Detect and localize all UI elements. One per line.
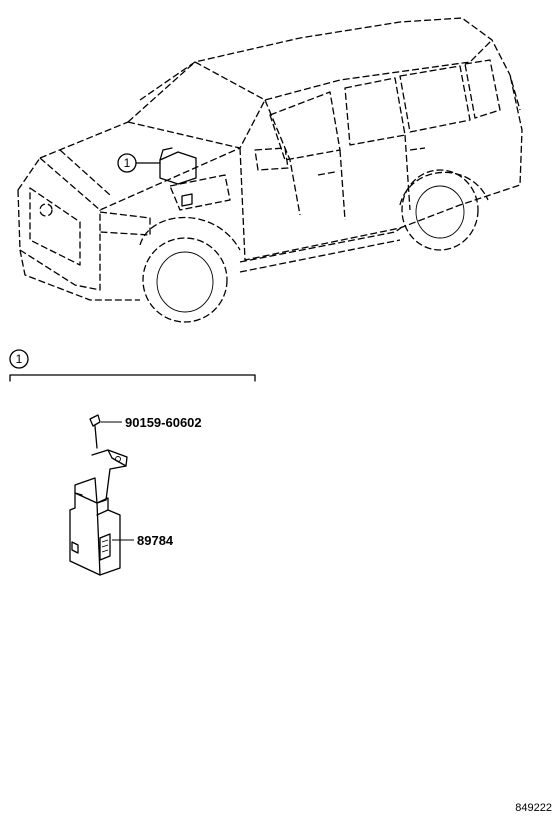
section-callout-number: 1: [16, 352, 23, 366]
part-label-screw: 90159-60602: [125, 415, 202, 430]
vehicle-callout: 1: [117, 153, 161, 173]
illustration-code: 849222: [515, 802, 552, 814]
section-header: 1: [9, 349, 256, 382]
vehicle-illustration: [17, 17, 523, 323]
part-label-module: 89784: [137, 533, 174, 548]
vehicle-callout-number: 1: [124, 156, 131, 170]
screw-90159-60602: 90159-60602: [89, 414, 202, 449]
module-89784: 89784: [69, 449, 174, 576]
